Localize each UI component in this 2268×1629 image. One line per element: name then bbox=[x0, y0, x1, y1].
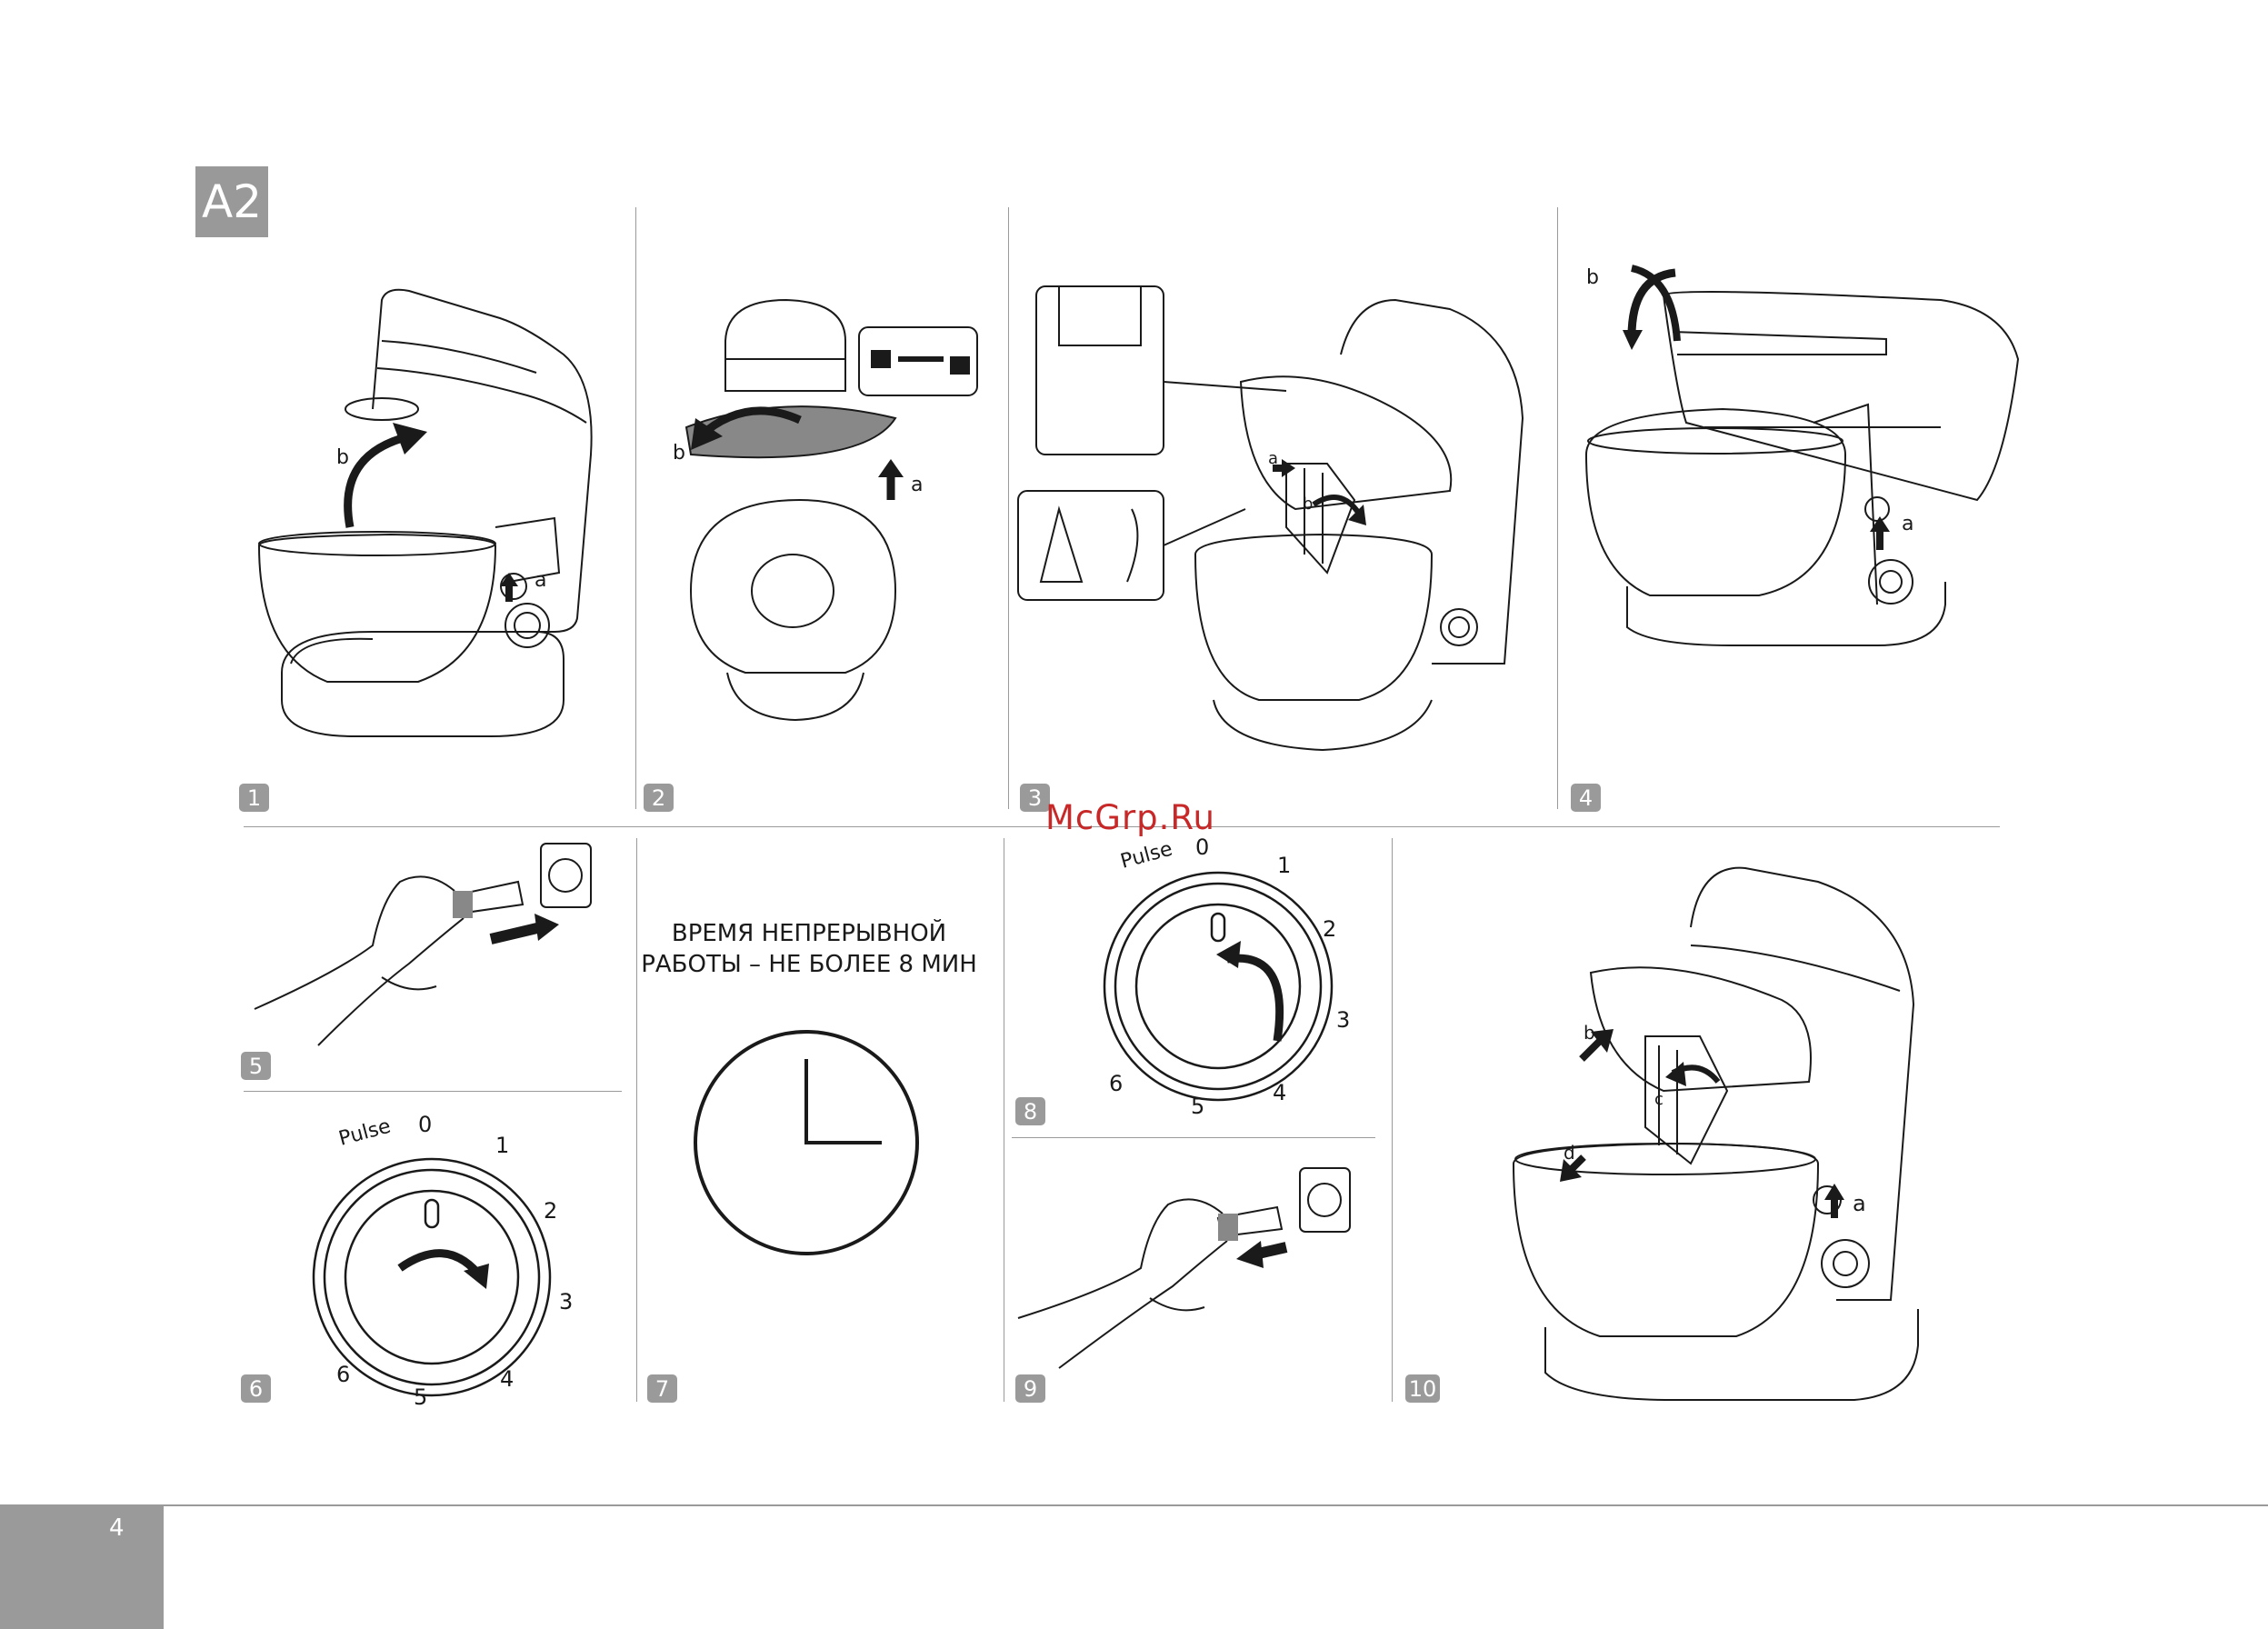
label-d: d bbox=[1564, 1142, 1575, 1164]
dial-speed-1: 1 bbox=[495, 1133, 509, 1158]
speed-dial-step-8: Pulse 0 1 2 3 4 5 6 bbox=[1082, 832, 1382, 1123]
dial-pulse-label: Pulse bbox=[1118, 838, 1174, 874]
label-a: a bbox=[911, 474, 923, 496]
illustration-step-10: b c d a bbox=[1509, 854, 1963, 1400]
dial-speed-5: 5 bbox=[414, 1384, 427, 1410]
divider bbox=[1392, 838, 1393, 1402]
dial-speed-5: 5 bbox=[1191, 1094, 1204, 1119]
dial-speed-0: 0 bbox=[418, 1112, 432, 1137]
label-a: a bbox=[535, 569, 546, 592]
divider bbox=[635, 207, 636, 809]
label-a: a bbox=[1853, 1191, 1866, 1216]
label-a: a bbox=[1268, 449, 1278, 468]
dial-speed-4: 4 bbox=[1273, 1080, 1286, 1105]
section-tag: A2 bbox=[195, 166, 268, 237]
dial-speed-3: 3 bbox=[559, 1289, 573, 1314]
step-number-2: 2 bbox=[644, 784, 674, 812]
divider bbox=[1557, 207, 1558, 809]
dial-speed-1: 1 bbox=[1277, 853, 1291, 878]
label-a: a bbox=[1902, 513, 1913, 535]
illustration-step-5 bbox=[245, 836, 609, 1054]
illustration-step-9 bbox=[1014, 1164, 1377, 1382]
dial-pulse-label: Pulse bbox=[336, 1115, 393, 1151]
divider bbox=[1008, 207, 1009, 809]
step-number-7: 7 bbox=[647, 1374, 677, 1403]
step-number-4: 4 bbox=[1571, 784, 1601, 812]
illustration-step-4: b a bbox=[1577, 259, 2032, 677]
step-number-10: 10 bbox=[1405, 1374, 1440, 1403]
label-b: b bbox=[336, 446, 349, 469]
dial-speed-4: 4 bbox=[500, 1366, 514, 1392]
illustration-step-2: b a bbox=[673, 291, 982, 745]
divider bbox=[1012, 1137, 1375, 1138]
caption-line-2: РАБОТЫ – НЕ БОЛЕЕ 8 МИН bbox=[636, 949, 982, 980]
label-b: b bbox=[1303, 495, 1313, 514]
caption-line-1: ВРЕМЯ НЕПРЕРЫВНОЙ bbox=[636, 918, 982, 949]
page-number: 4 bbox=[109, 1514, 125, 1542]
dial-speed-2: 2 bbox=[1323, 916, 1336, 942]
step-number-5: 5 bbox=[241, 1052, 271, 1080]
step-7-caption: ВРЕМЯ НЕПРЕРЫВНОЙ РАБОТЫ – НЕ БОЛЕЕ 8 МИ… bbox=[636, 918, 982, 980]
footer-block bbox=[0, 1504, 164, 1629]
label-b: b bbox=[673, 442, 685, 465]
illustration-step-3: a b bbox=[1014, 282, 1550, 764]
dial-speed-0: 0 bbox=[1195, 834, 1209, 860]
footer-line bbox=[164, 1504, 2268, 1506]
step-number-6: 6 bbox=[241, 1374, 271, 1403]
step-number-1: 1 bbox=[239, 784, 269, 812]
dial-speed-6: 6 bbox=[336, 1362, 350, 1387]
illustration-step-1: b a bbox=[236, 273, 618, 745]
step-number-8: 8 bbox=[1015, 1097, 1045, 1125]
label-b: b bbox=[1584, 1022, 1595, 1044]
speed-dial-step-6: Pulse 0 1 2 3 4 5 6 bbox=[300, 1109, 600, 1418]
dial-speed-6: 6 bbox=[1109, 1071, 1123, 1096]
label-b: b bbox=[1586, 266, 1599, 289]
dial-speed-2: 2 bbox=[544, 1198, 557, 1224]
divider bbox=[244, 1091, 622, 1092]
clock-icon bbox=[691, 1027, 923, 1259]
label-c: c bbox=[1654, 1090, 1664, 1109]
dial-speed-3: 3 bbox=[1336, 1007, 1350, 1033]
